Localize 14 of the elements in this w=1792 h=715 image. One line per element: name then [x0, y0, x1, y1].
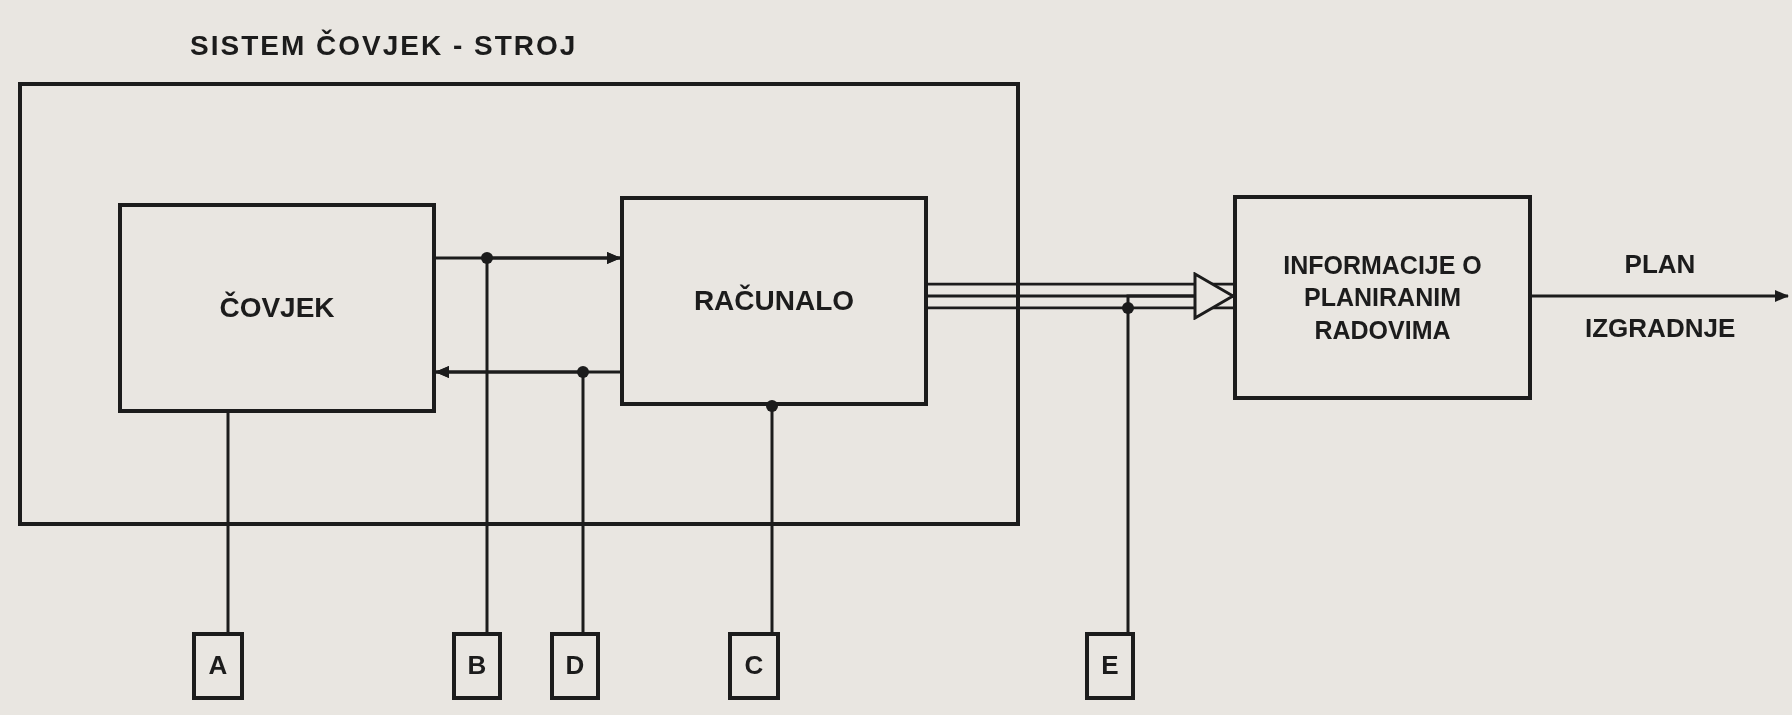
arrow: [435, 366, 585, 632]
arrow: [485, 252, 621, 632]
system-heading: SISTEM ČOVJEK - STROJ: [190, 30, 578, 62]
letter-box: E: [1085, 632, 1135, 700]
letter-box: B: [452, 632, 502, 700]
letter-box: D: [550, 632, 600, 700]
process-box: ČOVJEK: [118, 203, 436, 413]
process-box: RAČUNALO: [620, 196, 928, 406]
arrow: [928, 272, 1235, 320]
process-box: INFORMACIJE O PLANIRANIM RADOVIMA: [1233, 195, 1532, 400]
letter-box: C: [728, 632, 780, 700]
edge-label: PLAN IZGRADNJE: [1585, 248, 1735, 345]
letter-box: A: [192, 632, 244, 700]
arrow: [1532, 290, 1789, 302]
